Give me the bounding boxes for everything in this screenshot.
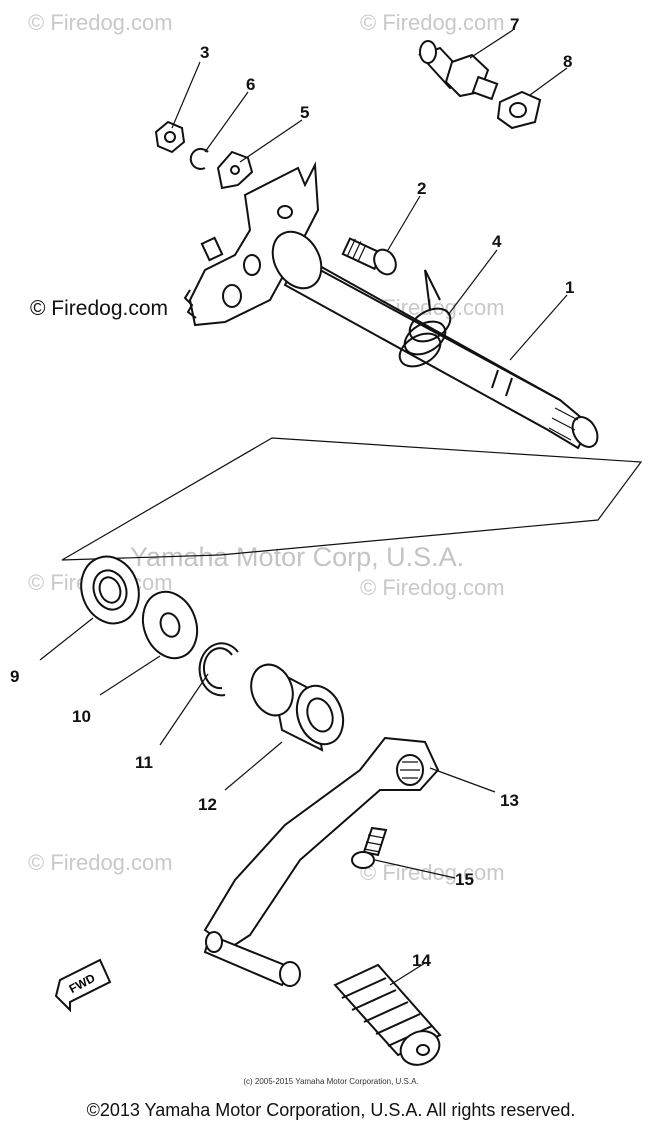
callout-labels: 3 6 5 2 4 1 7 8 9 10 11 12 13 15 14: [10, 15, 574, 970]
callout-4: 4: [492, 232, 502, 251]
watermark-firedog-5: © Firedog.com: [360, 575, 505, 600]
watermark-company: Yamaha Motor Corp, U.S.A.: [130, 542, 464, 572]
part-13-shift-arm: [203, 736, 440, 950]
callout-11: 11: [135, 753, 153, 772]
part-1-shift-shaft: [283, 253, 599, 450]
small-credit: (c) 2005-2015 Yamaha Motor Corporation, …: [243, 1077, 419, 1086]
callout-2: 2: [417, 179, 426, 198]
part-2-bolt: [341, 237, 397, 276]
watermark-layer: © Firedog.com © Firedog.com © Firedog.co…: [28, 10, 505, 885]
callout-3: 3: [200, 43, 209, 62]
part-9-oil-seal: [80, 555, 140, 625]
watermark-firedog-2: © Firedog.com: [360, 10, 505, 35]
part-6-circlip: [189, 147, 209, 170]
callout-12: 12: [198, 795, 217, 814]
leader-lines: [39, 29, 568, 986]
fwd-arrow-icon: FWD: [54, 958, 112, 1013]
part-12-collar: [250, 663, 345, 752]
part-10-washer: [141, 590, 199, 660]
copyright-footer: ©2013 Yamaha Motor Corporation, U.S.A. A…: [86, 1100, 576, 1120]
watermark-firedog-1: © Firedog.com: [28, 10, 173, 35]
callout-6: 6: [246, 75, 255, 94]
part-5-arm-plate: [216, 150, 254, 190]
callout-8: 8: [563, 52, 572, 71]
watermark-firedog-dark: © Firedog.com: [30, 297, 168, 320]
watermark-firedog-6: © Firedog.com: [28, 850, 173, 875]
callout-5: 5: [300, 103, 309, 122]
assembly-boundary: [61, 437, 643, 561]
callout-10: 10: [72, 707, 91, 726]
part-1-shift-plate: [183, 161, 323, 327]
callout-1: 1: [565, 278, 574, 297]
callout-7: 7: [510, 15, 519, 34]
part-11-circlip: [198, 642, 239, 697]
part-3-nut: [154, 120, 186, 154]
callout-9: 9: [10, 667, 19, 686]
part-14-pedal-rubber: [333, 963, 442, 1066]
part-7-pin-bolt: [418, 40, 499, 101]
part-8-lock-washer: [496, 90, 542, 130]
part-13-pedal-shaft: [203, 931, 301, 987]
callout-15: 15: [455, 870, 474, 889]
callout-13: 13: [500, 791, 519, 810]
part-15-screw: [351, 826, 388, 869]
callout-14: 14: [412, 951, 431, 970]
